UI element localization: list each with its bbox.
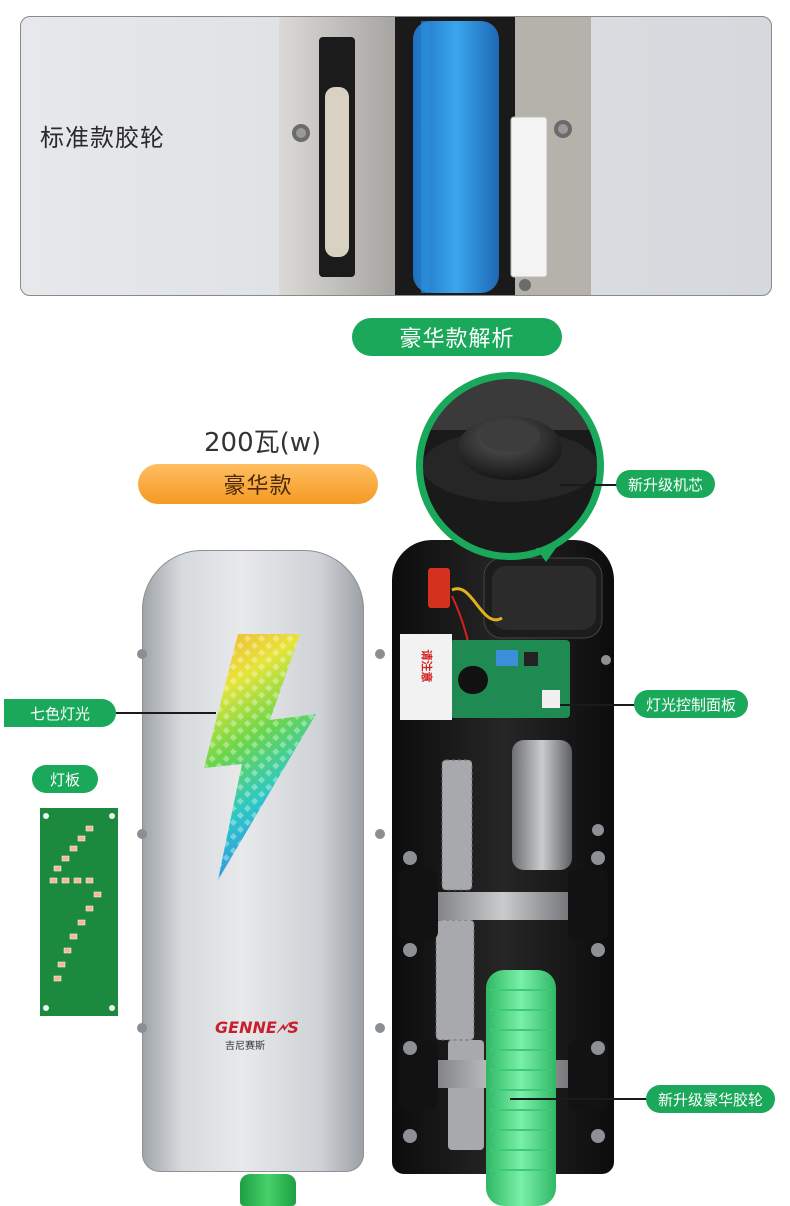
power-rating: 200瓦(w) [204,428,322,458]
brand-logo-sub: 吉尼赛斯 [225,1041,265,1052]
core-zoom-circle [416,372,604,560]
model-pill: 豪华款 [138,464,378,504]
callout-seven-color: 七色灯光 [4,699,116,727]
warning-sticker-text: 请注意 [420,649,433,683]
callout-board: 灯板 [32,765,98,793]
callout-light-panel: 灯光控制面板 [634,690,749,718]
housing-green-knob [240,1174,296,1206]
brand-logo: GENNE🗲S [215,1018,299,1037]
light-panel-leader-line [560,704,638,706]
section-title-pill: 豪华款解析 [352,318,562,356]
core-leader-line [560,484,620,486]
mechanism-illustration [398,557,611,1206]
standard-wheel-illustration [279,17,591,295]
standard-wheel-label: 标准款胶轮 [40,124,165,152]
callout-core: 新升级机芯 [616,470,716,498]
housing-screws [137,649,385,1033]
callout-wheel: 新升级豪华胶轮 [646,1085,776,1113]
led-board-image [40,808,118,1016]
standard-wheel-photo [20,16,772,296]
seven-color-leader-line [116,712,216,714]
lightning-icon [204,634,316,880]
wheel-leader-line [510,1098,650,1100]
